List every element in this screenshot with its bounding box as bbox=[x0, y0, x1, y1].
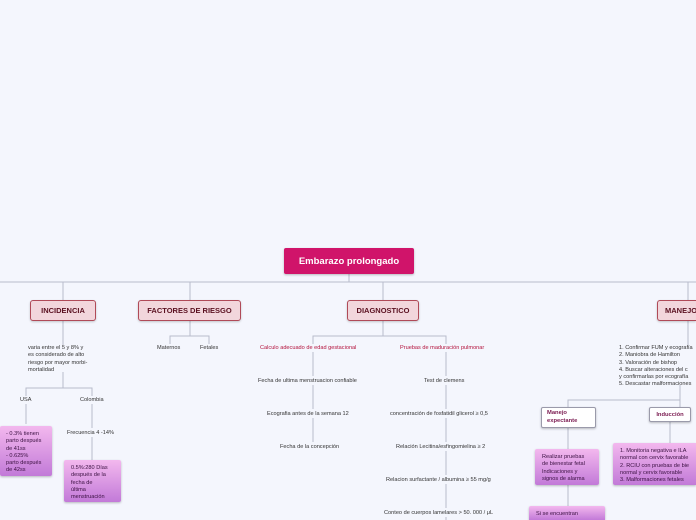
induccion-node[interactable]: Inducción bbox=[649, 407, 691, 422]
incidencia-description-line: es considerado de alto bbox=[28, 352, 85, 359]
manejo-label: MANEJO bbox=[665, 306, 696, 315]
expectante-box-line: signos de alarma bbox=[542, 475, 585, 482]
usa-stats-line: de 41ss bbox=[6, 445, 26, 452]
diagnostico-node[interactable]: DIAGNOSTICO bbox=[347, 300, 419, 321]
pruebas-item-label: concentración de fosfatidil glicerol ≥ 0… bbox=[390, 411, 488, 417]
induccion-box-line: 1. Monitoria negativa e ILA bbox=[620, 448, 687, 454]
pruebas-node[interactable]: Pruebas de maduración pulmonar bbox=[400, 345, 484, 352]
induccion-box-line: 2. RCIU con pruebas de bie bbox=[620, 462, 690, 469]
frecuencia-label: Frecuencia 4 -14% bbox=[67, 430, 114, 436]
manejo-step: y confirmarlas por ecografía bbox=[619, 374, 689, 381]
colombia-stats-box[interactable]: 0.5%:280 Días después de la fecha de últ… bbox=[64, 460, 121, 502]
usa-stats-line: parto después bbox=[6, 438, 42, 445]
maternos-node[interactable]: Maternos bbox=[157, 345, 180, 352]
calculo-item[interactable]: Fecha de la concepción bbox=[280, 444, 339, 451]
calculo-item-label: Fecha de ultima menstruacion confiable bbox=[258, 378, 357, 384]
incidencia-description-line: mortalidad bbox=[28, 366, 55, 373]
usa-stats-line: - 0.625% bbox=[6, 452, 29, 459]
manejo-step: 2. Maniobra de Hamilton bbox=[619, 352, 680, 359]
expectante-box-line: Realizar pruebas bbox=[542, 454, 585, 460]
incidencia-description-line: riesgo por mayor morbi- bbox=[28, 359, 88, 366]
expectante-next-box[interactable]: Si se encuentran bbox=[529, 506, 605, 520]
induccion-box-line: normal con cervix favorable bbox=[620, 455, 689, 462]
incidencia-node[interactable]: INCIDENCIA bbox=[30, 300, 96, 321]
induccion-label: Inducción bbox=[656, 411, 684, 418]
calculo-label: Calculo adecuado de edad gestacional bbox=[260, 345, 357, 351]
manejo-step: 4. Buscar alteraciones del c bbox=[619, 366, 688, 373]
diagnostico-label: DIAGNOSTICO bbox=[356, 306, 410, 315]
expectante-box-line: Indicaciones y bbox=[542, 468, 578, 475]
pruebas-item[interactable]: Test de clemens bbox=[424, 378, 464, 385]
manejo-steps[interactable]: 1. Confirmar FUM y ecografía 2. Maniobra… bbox=[619, 345, 696, 389]
induccion-box-line: normal y cervix favorable bbox=[620, 469, 683, 476]
pruebas-item[interactable]: Conteo de cuerpos lamelares > 50. 000 / … bbox=[384, 510, 493, 517]
calculo-item-label: Fecha de la concepción bbox=[280, 444, 340, 450]
fetales-node[interactable]: Fetales bbox=[200, 345, 218, 352]
incidencia-description-line: varia entre el 5 y 8% y bbox=[28, 345, 84, 351]
calculo-node[interactable]: Calculo adecuado de edad gestacional bbox=[260, 345, 356, 352]
pruebas-item[interactable]: Relacion surfactante / albumina ≥ 55 mg/… bbox=[386, 477, 491, 484]
factores-node[interactable]: FACTORES DE RIESGO bbox=[138, 300, 241, 321]
colombia-stats-line: después de la bbox=[71, 472, 106, 479]
usa-label: USA bbox=[20, 397, 32, 403]
factores-label: FACTORES DE RIESGO bbox=[147, 306, 232, 315]
colombia-label: Colombia bbox=[80, 397, 104, 403]
expectante-label-line: Manejo bbox=[547, 410, 567, 417]
calculo-item[interactable]: Ecografia antes de la semana 12 bbox=[267, 411, 349, 418]
colombia-stats-line: fecha de bbox=[71, 479, 93, 486]
expectante-box-line: de bienestar fetal bbox=[542, 461, 585, 468]
root-label: Embarazo prolongado bbox=[298, 255, 400, 267]
maternos-label: Maternos bbox=[157, 345, 181, 351]
colombia-node[interactable]: Colombia bbox=[80, 397, 104, 404]
pruebas-item-label: Relación Lecitina/esfingomielina ≥ 2 bbox=[396, 444, 486, 450]
manejo-step: 1. Confirmar FUM y ecografía bbox=[619, 345, 693, 351]
manejo-expectante-node[interactable]: Manejo expectante bbox=[541, 407, 596, 428]
manejo-step: 5. Descastar malformaciones bbox=[619, 381, 692, 388]
colombia-stats-line: 0.5%:280 Días bbox=[71, 465, 108, 471]
usa-node[interactable]: USA bbox=[20, 397, 32, 404]
expectante-next-line: Si se encuentran bbox=[536, 511, 578, 517]
pruebas-item-label: Test de clemens bbox=[424, 378, 465, 384]
root-node[interactable]: Embarazo prolongado bbox=[284, 248, 414, 274]
expectante-box[interactable]: Realizar pruebas de bienestar fetal Indi… bbox=[535, 449, 599, 485]
colombia-stats-line: menstruación bbox=[71, 494, 105, 501]
colombia-stats-line: última bbox=[71, 486, 86, 493]
manejo-node[interactable]: MANEJO bbox=[657, 300, 696, 321]
pruebas-item-label: Relacion surfactante / albumina ≥ 55 mg/… bbox=[386, 477, 491, 483]
pruebas-item[interactable]: concentración de fosfatidil glicerol ≥ 0… bbox=[390, 411, 488, 418]
fetales-label: Fetales bbox=[200, 345, 219, 351]
usa-stats-line: parto después bbox=[6, 460, 42, 467]
incidencia-description[interactable]: varia entre el 5 y 8% y es considerado d… bbox=[28, 345, 108, 374]
usa-stats-box[interactable]: - 0.3% tienen parto después de 41ss - 0.… bbox=[0, 426, 52, 476]
induccion-box[interactable]: 1. Monitoria negativa e ILA normal con c… bbox=[613, 443, 696, 485]
incidencia-label: INCIDENCIA bbox=[41, 306, 85, 315]
calculo-item-label: Ecografia antes de la semana 12 bbox=[267, 411, 349, 417]
induccion-box-line: 3. Malformaciones fetales bbox=[620, 477, 684, 484]
calculo-item[interactable]: Fecha de ultima menstruacion confiable bbox=[258, 378, 357, 385]
frecuencia-node[interactable]: Frecuencia 4 -14% bbox=[67, 430, 114, 437]
expectante-label-line: expectante bbox=[547, 417, 578, 424]
pruebas-item[interactable]: Relación Lecitina/esfingomielina ≥ 2 bbox=[396, 444, 485, 451]
usa-stats-line: - 0.3% tienen bbox=[6, 431, 39, 437]
pruebas-label: Pruebas de maduración pulmonar bbox=[400, 345, 485, 351]
usa-stats-line: de 42ss bbox=[6, 467, 26, 474]
pruebas-item-label: Conteo de cuerpos lamelares > 50. 000 / … bbox=[384, 510, 494, 516]
manejo-step: 3. Valoración de bishop bbox=[619, 359, 678, 366]
